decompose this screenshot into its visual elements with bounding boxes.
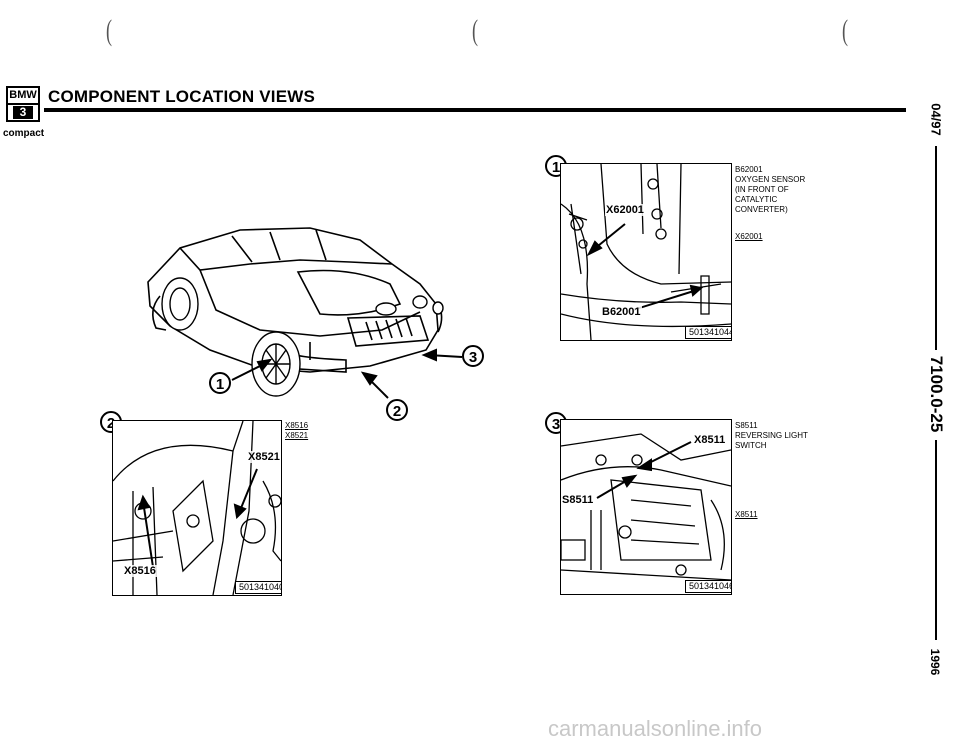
callout-2: 2 (386, 399, 408, 421)
note-line: OXYGEN SENSOR (735, 175, 806, 184)
note-line: SWITCH (735, 441, 767, 450)
margin-line (935, 440, 937, 640)
note-line: REVERSING LIGHT (735, 431, 808, 440)
note-connector: X62001 (735, 232, 763, 241)
panel-1-photo: X62001 B62001 501341044 (560, 163, 732, 341)
label-s8511: S8511 (561, 494, 595, 506)
label-b62001: B62001 (601, 306, 642, 318)
panel-1-connector: X62001 (735, 232, 763, 242)
panel-2-photo: X8521 X8516 501341040 (112, 420, 282, 596)
logo-brand: BMW (8, 88, 38, 105)
note-line: S8511 (735, 421, 758, 430)
panel-3-photo: X8511 S8511 501341046 (560, 419, 732, 595)
logo-subtitle: compact (3, 128, 45, 139)
label-x8521: X8521 (247, 451, 281, 463)
title-rule (44, 108, 906, 112)
margin-year: 1996 (928, 648, 942, 676)
scan-mark: ( (842, 14, 848, 47)
bmw-logo: BMW 3 (6, 86, 40, 122)
label-x8511: X8511 (693, 434, 727, 446)
watermark: carmanualsonline.info (548, 716, 763, 741)
callout-3: 3 (462, 345, 484, 367)
margin-date: 04/97 (928, 103, 944, 136)
car-overview-illustration (147, 227, 463, 399)
label-x8516: X8516 (123, 565, 157, 577)
note-line: X8521 (285, 431, 309, 440)
figure-number: 501341046 (685, 580, 731, 593)
note-line: CATALYTIC (735, 195, 778, 204)
callout-1: 1 (209, 372, 231, 394)
margin-section: 7100.0-25 (927, 355, 946, 433)
note-line: B62001 (735, 165, 763, 174)
figure-number: 501341044 (685, 326, 731, 339)
figure-number: 501341040 (235, 581, 281, 594)
panel-3-drawing (561, 433, 731, 581)
note-line: X8516 (285, 421, 309, 430)
label-x62001: X62001 (605, 204, 645, 216)
scan-mark: ( (472, 14, 478, 47)
panel-3-connector: X8511 (735, 510, 758, 520)
margin-line (935, 146, 937, 350)
note-line: CONVERTER) (735, 205, 788, 214)
note-connector: X8511 (735, 510, 758, 519)
note-line: (IN FRONT OF (735, 185, 789, 194)
scan-mark: ( (106, 14, 112, 47)
logo-series: 3 (13, 106, 33, 119)
page-title: COMPONENT LOCATION VIEWS (48, 87, 316, 106)
panel-1-drawing (561, 164, 731, 340)
